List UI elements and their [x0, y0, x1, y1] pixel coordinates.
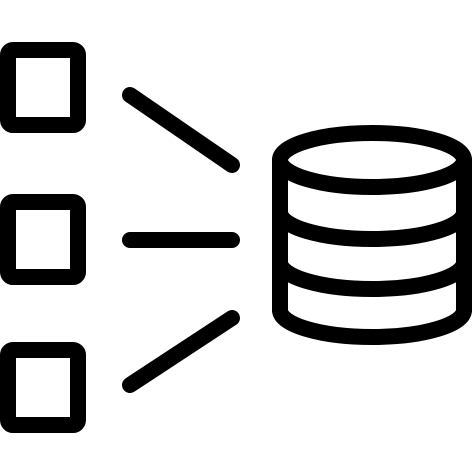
connector-line-bottom [122, 310, 240, 393]
source-box-bottom-icon [0, 342, 86, 433]
database-layer-1 [272, 204, 472, 247]
source-box-middle-icon [0, 194, 86, 285]
database-top-ellipse [272, 125, 472, 195]
database-layer-2 [272, 254, 472, 297]
connector-line-top [122, 87, 240, 173]
database-icon [272, 125, 472, 345]
source-box-top-icon [0, 42, 86, 133]
database-bottom-curve [272, 302, 472, 345]
